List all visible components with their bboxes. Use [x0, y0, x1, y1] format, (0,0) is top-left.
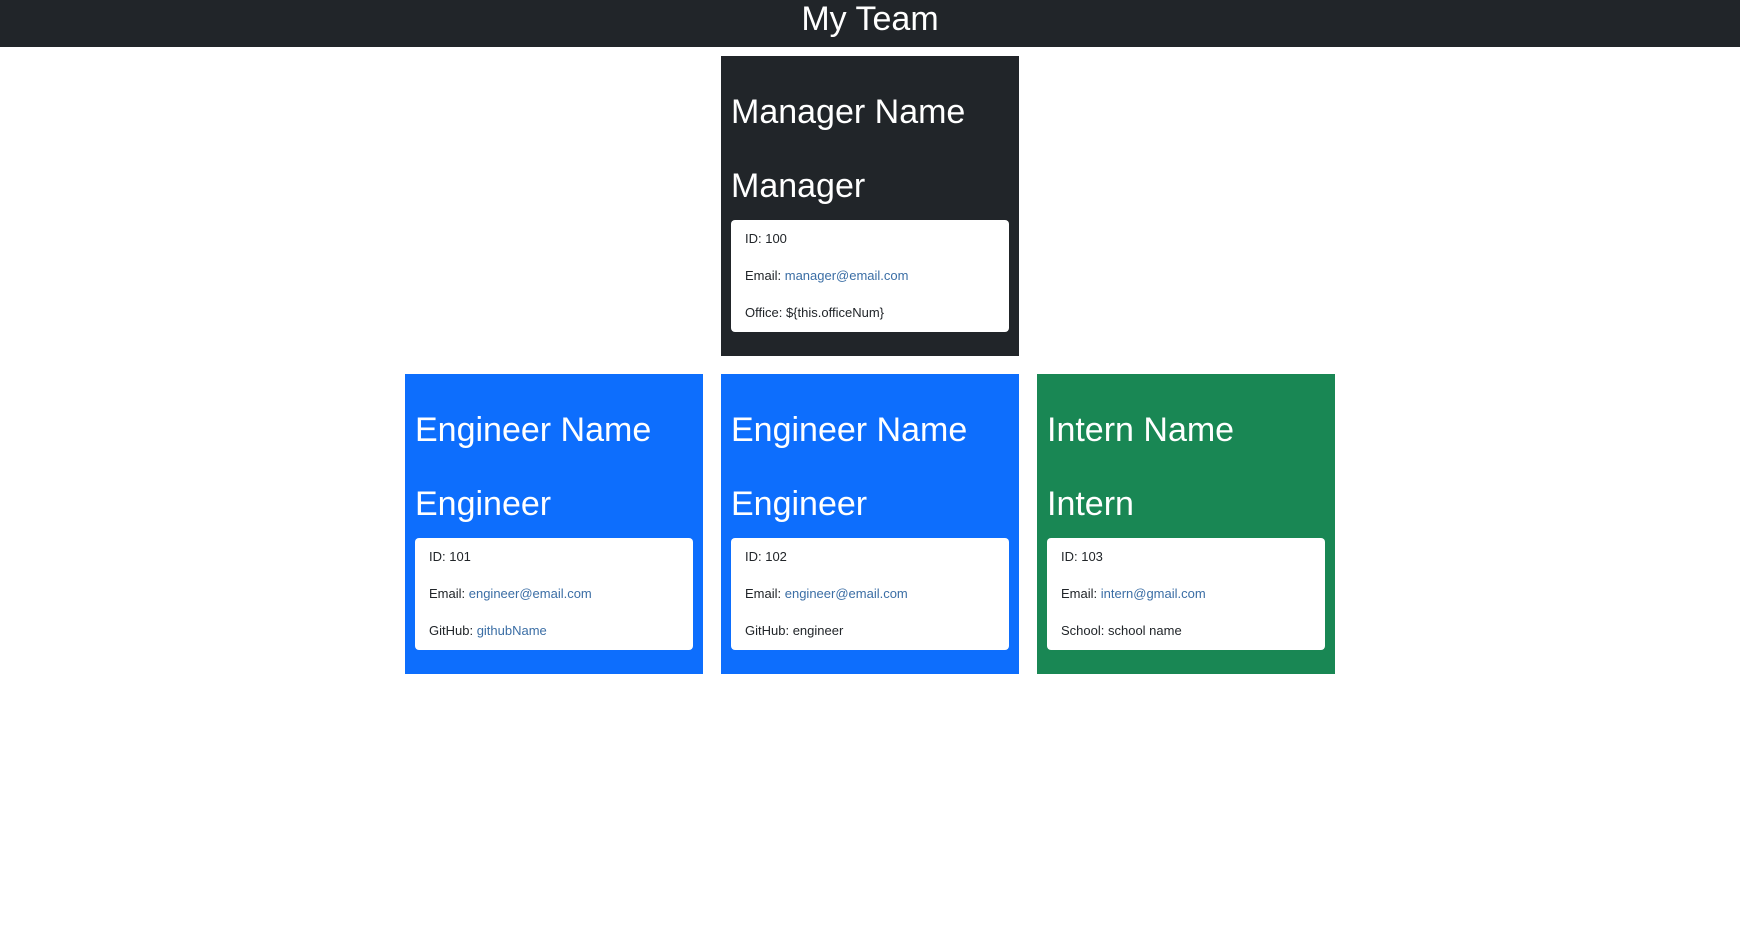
employee-email-row: Email: manager@email.com — [745, 265, 995, 302]
engineer-card: Engineer Name Engineer ID: 101 Email: en… — [405, 374, 703, 674]
email-label: Email: — [429, 586, 469, 601]
employee-info-list: ID: 101 Email: engineer@email.com GitHub… — [415, 538, 693, 650]
employee-name: Engineer Name — [415, 411, 652, 449]
engineer-card: Engineer Name Engineer ID: 102 Email: en… — [721, 374, 1019, 674]
school-label: School: — [1061, 623, 1108, 638]
email-link[interactable]: manager@email.com — [784, 268, 909, 283]
employee-name: Engineer Name — [731, 411, 968, 449]
office-number: ${this.officeNum} — [785, 305, 884, 320]
school-row: School: school name — [1061, 620, 1311, 657]
github-row: GitHub: githubName — [429, 620, 679, 657]
email-label: Email: — [745, 586, 785, 601]
employee-info-list: ID: 103 Email: intern@gmail.com School: … — [1047, 538, 1325, 650]
employee-email-row: Email: engineer@email.com — [429, 583, 679, 620]
email-label: Email: — [745, 268, 785, 283]
github-label: GitHub: — [745, 623, 793, 638]
employee-id: ID: 100 — [745, 231, 787, 246]
email-link[interactable]: engineer@email.com — [784, 586, 908, 601]
github-link[interactable]: githubName — [476, 623, 547, 638]
office-number-row: Office: ${this.officeNum} — [745, 302, 995, 339]
employee-info-list: ID: 100 Email: manager@email.com Office:… — [731, 220, 1009, 332]
github-row: GitHub: engineer — [745, 620, 995, 657]
employee-id: ID: 101 — [429, 549, 471, 564]
email-link[interactable]: engineer@email.com — [468, 586, 592, 601]
employee-email-row: Email: engineer@email.com — [745, 583, 995, 620]
employee-info-list: ID: 102 Email: engineer@email.com GitHub… — [731, 538, 1009, 650]
employee-id: ID: 102 — [745, 549, 787, 564]
school-name: school name — [1107, 623, 1182, 638]
employee-id: ID: 103 — [1061, 549, 1103, 564]
manager-card: Manager Name Manager ID: 100 Email: mana… — [721, 56, 1019, 356]
page-title: My Team — [801, 0, 939, 38]
employee-name: Manager Name — [731, 93, 966, 131]
email-link[interactable]: intern@gmail.com — [1100, 586, 1206, 601]
email-label: Email: — [1061, 586, 1101, 601]
office-label: Office: — [745, 305, 786, 320]
employee-email-row: Email: intern@gmail.com — [1061, 583, 1311, 620]
employee-role: Intern — [1047, 485, 1134, 523]
employee-role: Manager — [731, 167, 866, 205]
employee-role: Engineer — [731, 485, 868, 523]
employee-name: Intern Name — [1047, 411, 1235, 449]
employee-role: Engineer — [415, 485, 552, 523]
github-username: engineer — [792, 623, 844, 638]
top-navbar: My Team — [0, 0, 1740, 47]
github-label: GitHub: — [429, 623, 477, 638]
intern-card: Intern Name Intern ID: 103 Email: intern… — [1037, 374, 1335, 674]
